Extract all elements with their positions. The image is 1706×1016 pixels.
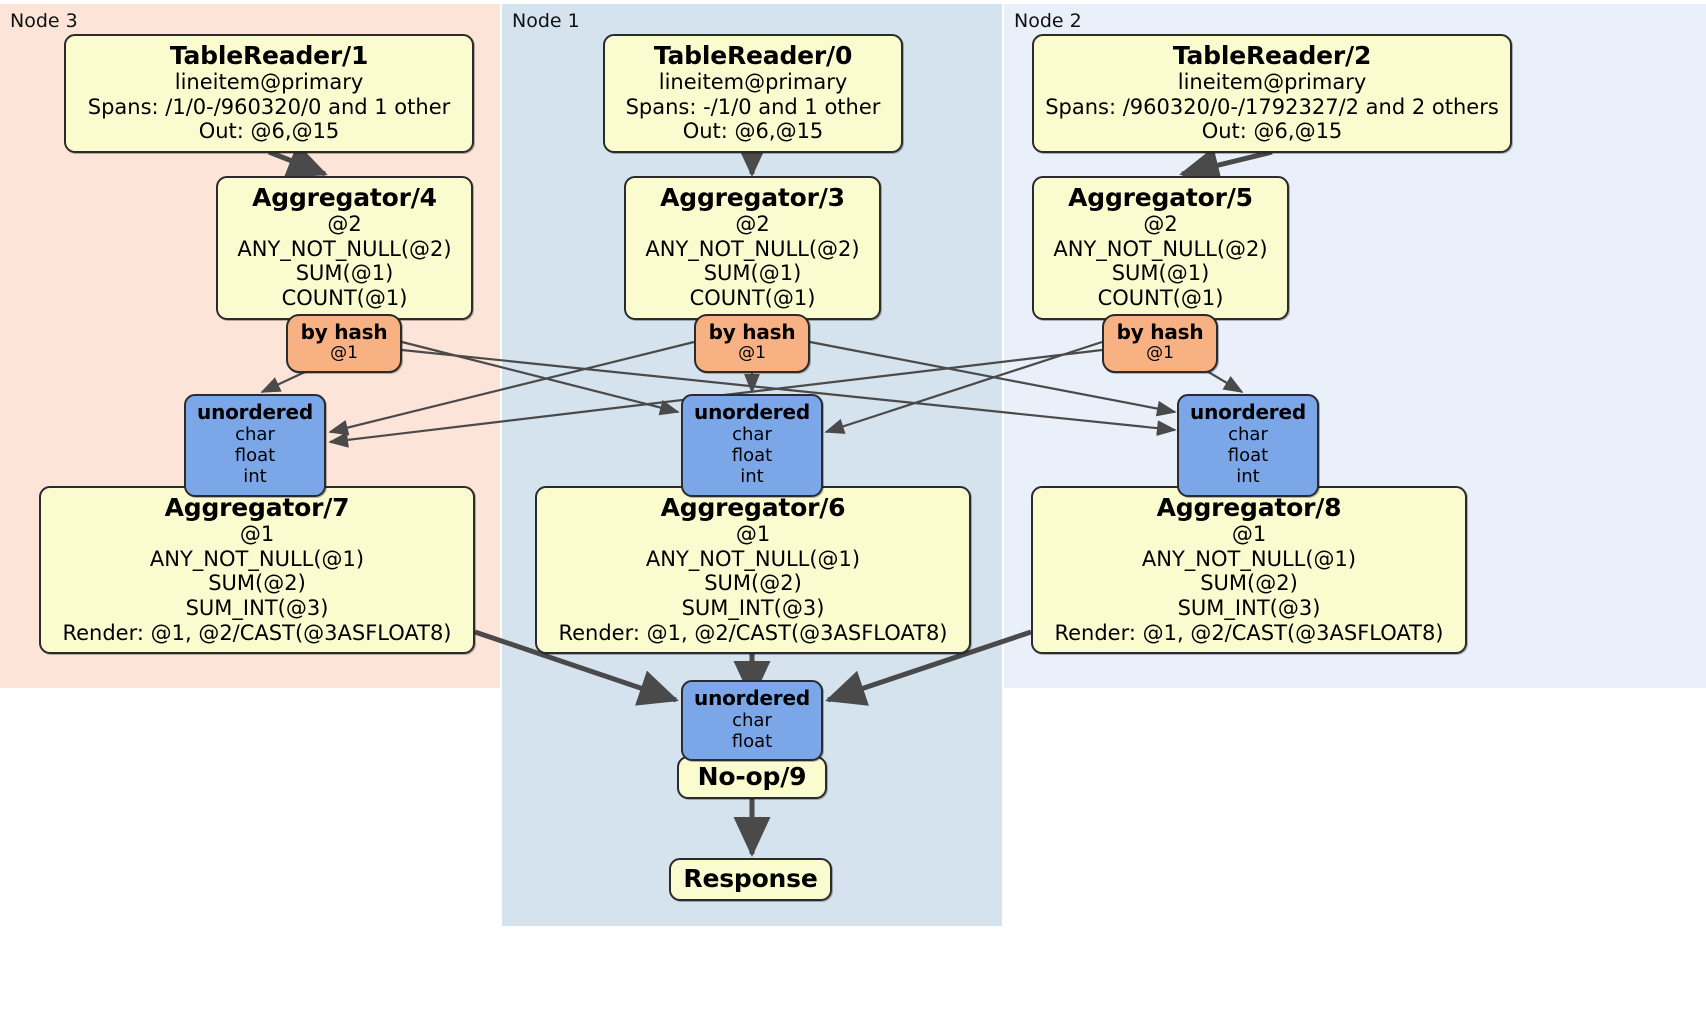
router-title: by hash bbox=[300, 320, 388, 344]
receiver-unordered-node1[interactable]: unordered char float int bbox=[681, 394, 823, 497]
processor-agg-2: SUM(@1) bbox=[1111, 261, 1210, 286]
processor-tablereader-1[interactable]: TableReader/1 lineitem@primary Spans: /1… bbox=[64, 34, 474, 153]
processor-agg-2: SUM(@2) bbox=[208, 571, 306, 596]
router-column: @1 bbox=[1146, 343, 1174, 364]
processor-spans: Spans: /960320/0-/1792327/2 and 2 others bbox=[1045, 94, 1499, 119]
receiver-type-1: char bbox=[1228, 424, 1268, 446]
processor-agg-2: SUM(@2) bbox=[704, 571, 802, 596]
receiver-unordered-node3[interactable]: unordered char float int bbox=[184, 394, 326, 497]
router-title: by hash bbox=[708, 320, 796, 344]
processor-agg-1: ANY_NOT_NULL(@1) bbox=[149, 546, 365, 571]
processor-agg-3: COUNT(@1) bbox=[281, 285, 408, 310]
processor-agg-2: SUM(@1) bbox=[295, 261, 394, 286]
router-column: @1 bbox=[738, 343, 766, 364]
receiver-type-1: char bbox=[235, 424, 275, 446]
processor-agg-2: SUM(@2) bbox=[1200, 571, 1298, 596]
processor-group-col: @2 bbox=[1143, 212, 1178, 237]
processor-aggregator-7[interactable]: Aggregator/7 @1 ANY_NOT_NULL(@1) SUM(@2)… bbox=[39, 486, 475, 655]
processor-title: Aggregator/7 bbox=[164, 493, 350, 522]
processor-aggregator-5[interactable]: Aggregator/5 @2 ANY_NOT_NULL(@2) SUM(@1)… bbox=[1032, 176, 1289, 320]
processor-agg-1: ANY_NOT_NULL(@2) bbox=[1053, 236, 1268, 261]
receiver-title: unordered bbox=[1190, 400, 1306, 424]
receiver-unordered-final[interactable]: unordered char float bbox=[681, 680, 823, 762]
processor-agg-3: COUNT(@1) bbox=[689, 285, 816, 310]
processor-tablereader-0[interactable]: TableReader/0 lineitem@primary Spans: -/… bbox=[603, 34, 903, 153]
processor-tablereader-2[interactable]: TableReader/2 lineitem@primary Spans: /9… bbox=[1032, 34, 1512, 153]
processor-out: Out: @6,@15 bbox=[1201, 119, 1343, 144]
receiver-title: unordered bbox=[197, 400, 313, 424]
receiver-type-2: float bbox=[731, 731, 773, 753]
processor-out: Out: @6,@15 bbox=[682, 119, 824, 144]
processor-title: TableReader/2 bbox=[1172, 41, 1372, 70]
processor-render: Render: @1, @2/CAST(@3ASFLOAT8) bbox=[558, 620, 948, 645]
node-panel-label: Node 1 bbox=[512, 10, 580, 32]
router-title: by hash bbox=[1116, 320, 1204, 344]
processor-title: TableReader/0 bbox=[653, 41, 853, 70]
processor-table: lineitem@primary bbox=[1177, 70, 1367, 95]
processor-agg-1: ANY_NOT_NULL(@1) bbox=[1141, 546, 1357, 571]
processor-aggregator-3[interactable]: Aggregator/3 @2 ANY_NOT_NULL(@2) SUM(@1)… bbox=[624, 176, 881, 320]
receiver-title: unordered bbox=[694, 400, 810, 424]
processor-agg-3: SUM_INT(@3) bbox=[1177, 595, 1321, 620]
processor-title: Aggregator/6 bbox=[660, 493, 846, 522]
processor-aggregator-4[interactable]: Aggregator/4 @2 ANY_NOT_NULL(@2) SUM(@1)… bbox=[216, 176, 473, 320]
processor-render: Render: @1, @2/CAST(@3ASFLOAT8) bbox=[62, 620, 452, 645]
node-panel-label: Node 2 bbox=[1014, 10, 1082, 32]
node-panel-label: Node 3 bbox=[10, 10, 78, 32]
receiver-type-1: char bbox=[732, 710, 772, 732]
receiver-title: unordered bbox=[694, 686, 810, 710]
processor-title: TableReader/1 bbox=[169, 41, 369, 70]
processor-aggregator-8[interactable]: Aggregator/8 @1 ANY_NOT_NULL(@1) SUM(@2)… bbox=[1031, 486, 1467, 655]
processor-agg-1: ANY_NOT_NULL(@2) bbox=[645, 236, 860, 261]
router-by-hash-node3[interactable]: by hash @1 bbox=[286, 314, 402, 374]
processor-no-op-9[interactable]: No-op/9 bbox=[677, 756, 827, 800]
processor-group-col: @1 bbox=[239, 522, 275, 547]
processor-title: Aggregator/8 bbox=[1156, 493, 1342, 522]
receiver-type-1: char bbox=[732, 424, 772, 446]
processor-agg-1: ANY_NOT_NULL(@1) bbox=[645, 546, 861, 571]
processor-title: Response bbox=[683, 864, 818, 893]
processor-group-col: @1 bbox=[735, 522, 771, 547]
processor-agg-1: ANY_NOT_NULL(@2) bbox=[237, 236, 452, 261]
receiver-type-3: int bbox=[1236, 466, 1260, 488]
processor-render: Render: @1, @2/CAST(@3ASFLOAT8) bbox=[1054, 620, 1444, 645]
processor-title: Aggregator/4 bbox=[252, 183, 437, 212]
processor-spans: Spans: /1/0-/960320/0 and 1 other bbox=[87, 94, 451, 119]
processor-group-col: @2 bbox=[735, 212, 770, 237]
router-by-hash-node1[interactable]: by hash @1 bbox=[694, 314, 810, 374]
receiver-type-2: float bbox=[1227, 445, 1269, 467]
processor-agg-3: COUNT(@1) bbox=[1097, 285, 1224, 310]
processor-title: No-op/9 bbox=[697, 762, 807, 791]
receiver-type-2: float bbox=[234, 445, 276, 467]
processor-table: lineitem@primary bbox=[174, 70, 364, 95]
processor-group-col: @2 bbox=[327, 212, 362, 237]
processor-agg-3: SUM_INT(@3) bbox=[681, 595, 825, 620]
processor-agg-3: SUM_INT(@3) bbox=[185, 595, 329, 620]
processor-spans: Spans: -/1/0 and 1 other bbox=[625, 94, 881, 119]
processor-response[interactable]: Response bbox=[669, 858, 832, 902]
receiver-unordered-node2[interactable]: unordered char float int bbox=[1177, 394, 1319, 497]
router-column: @1 bbox=[330, 343, 358, 364]
processor-title: Aggregator/5 bbox=[1068, 183, 1253, 212]
processor-aggregator-6[interactable]: Aggregator/6 @1 ANY_NOT_NULL(@1) SUM(@2)… bbox=[535, 486, 971, 655]
processor-agg-2: SUM(@1) bbox=[703, 261, 802, 286]
processor-group-col: @1 bbox=[1231, 522, 1267, 547]
router-by-hash-node2[interactable]: by hash @1 bbox=[1102, 314, 1218, 374]
receiver-type-3: int bbox=[740, 466, 764, 488]
processor-title: Aggregator/3 bbox=[660, 183, 845, 212]
receiver-type-2: float bbox=[731, 445, 773, 467]
processor-table: lineitem@primary bbox=[658, 70, 848, 95]
processor-out: Out: @6,@15 bbox=[198, 119, 340, 144]
receiver-type-3: int bbox=[243, 466, 267, 488]
